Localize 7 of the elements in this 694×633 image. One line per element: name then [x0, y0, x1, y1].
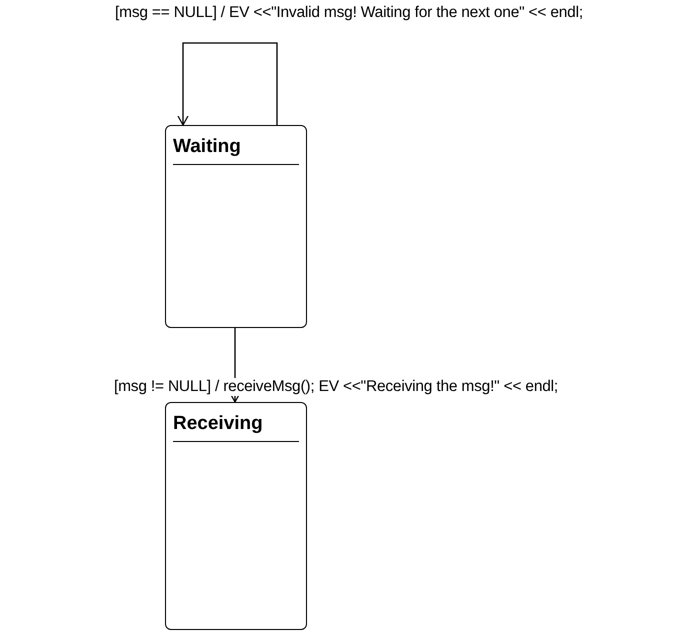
edge-label: [msg == NULL] / EV <<"Invalid msg! Waiting for the next one" << endl;	[115, 4, 583, 22]
state-name: Waiting	[173, 136, 299, 165]
state-box	[165, 402, 307, 630]
state-name: Receiving	[173, 413, 299, 442]
state-box	[165, 125, 307, 328]
edge-label: [msg != NULL] / receiveMsg(); EV <<"Receiving the msg!" << endl;	[114, 378, 558, 396]
transition-arrow	[177, 42, 278, 126]
